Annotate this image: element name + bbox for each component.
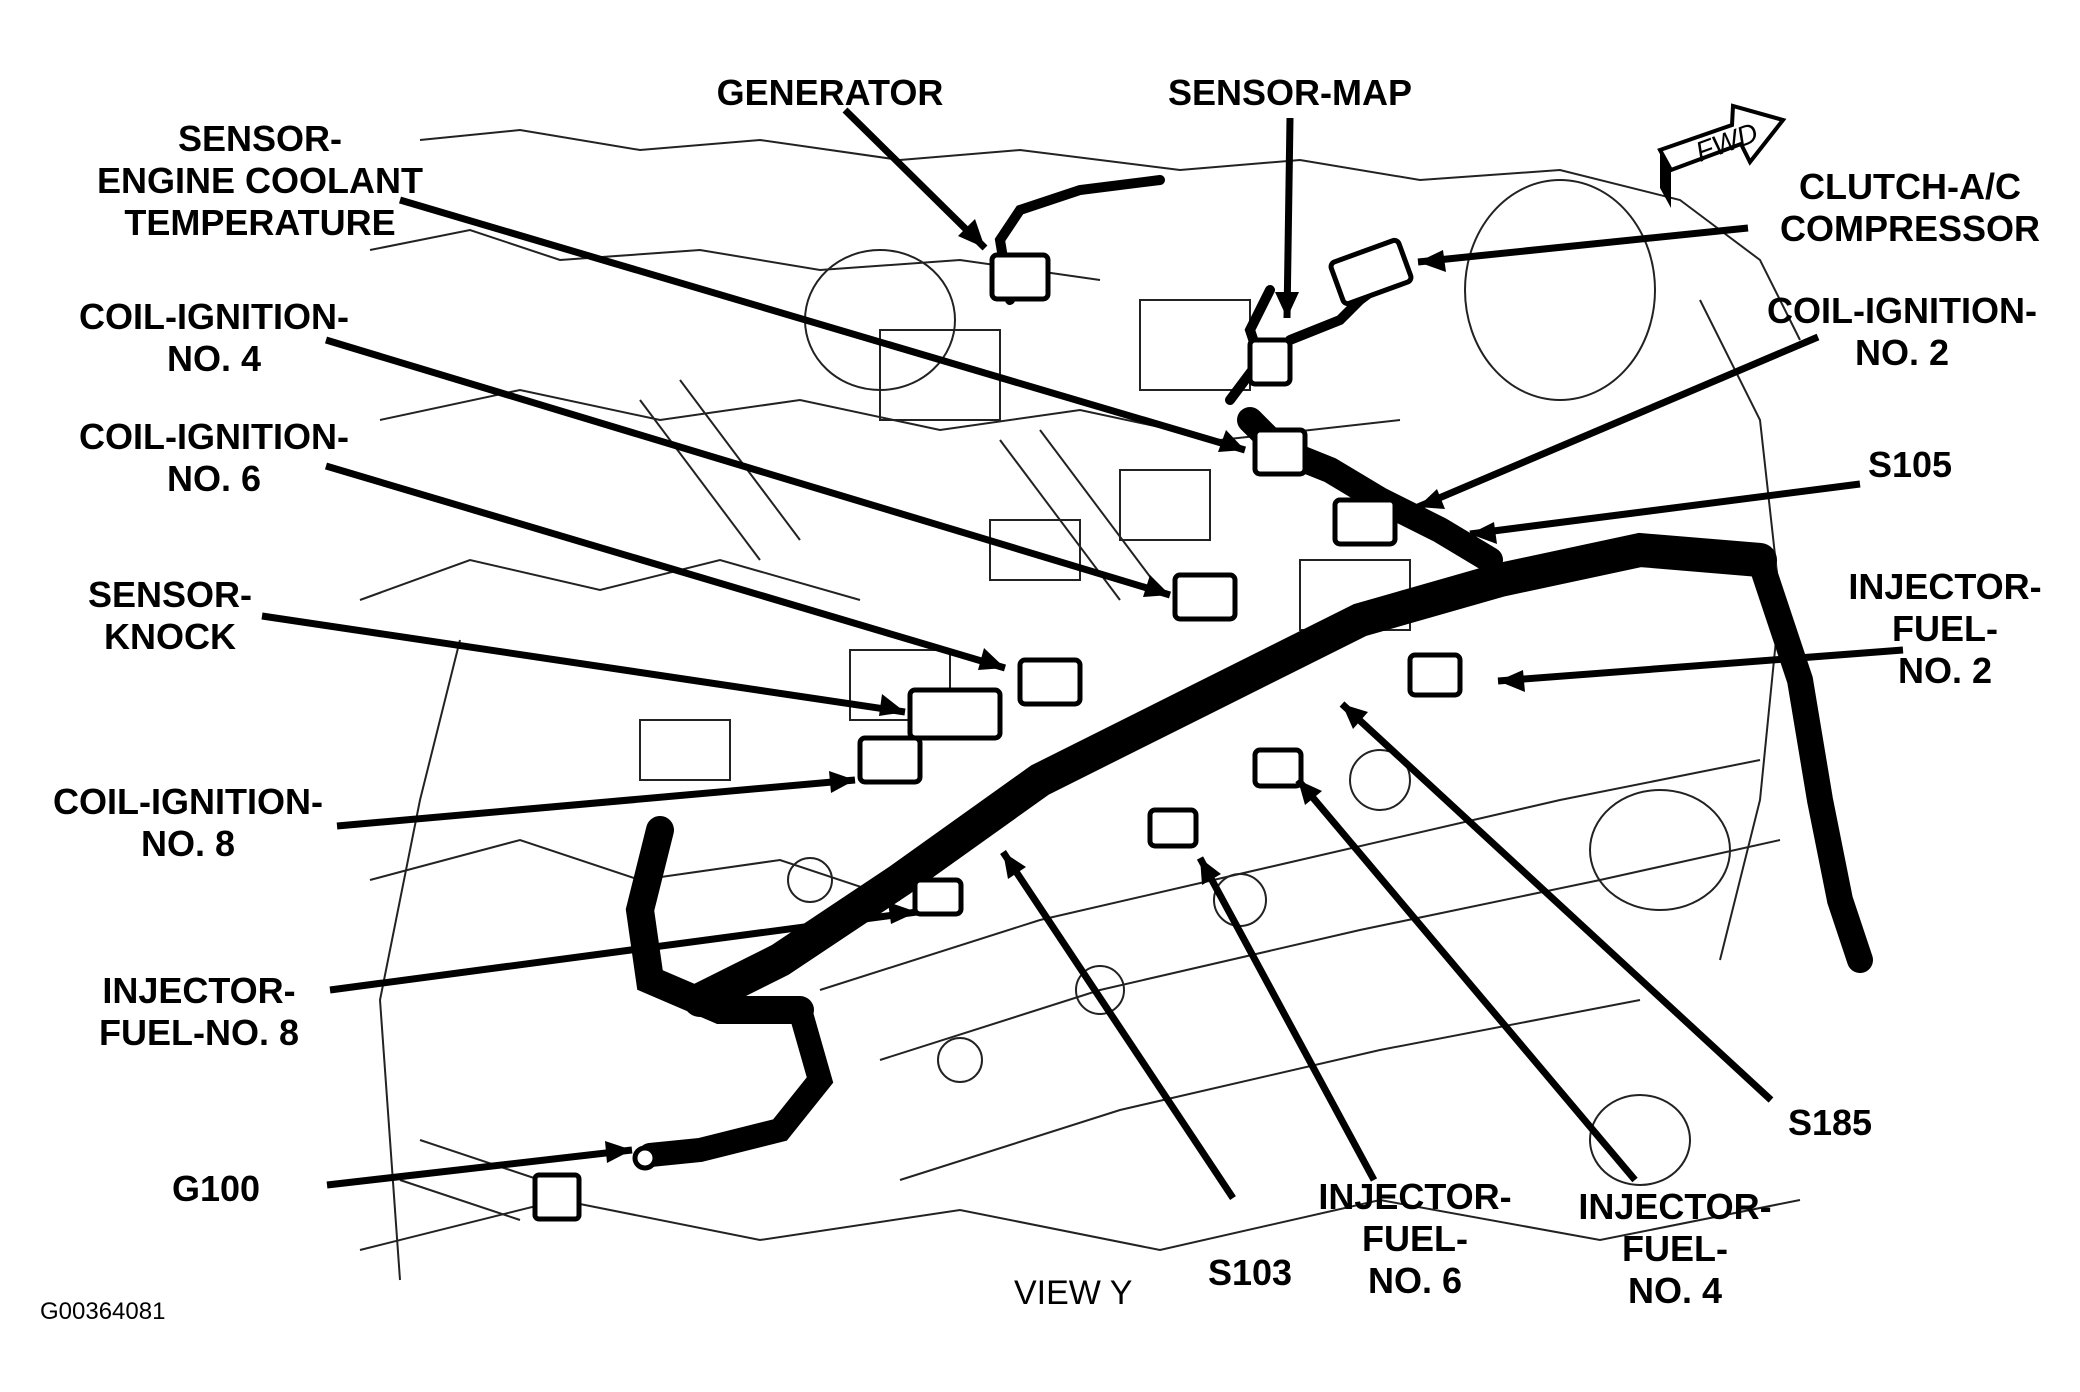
label-coil-ignition-no6: COIL-IGNITION- NO. 6 xyxy=(79,416,349,499)
forward-arrow-icon: FWD xyxy=(1657,103,1787,208)
figure-code: G00364081 xyxy=(40,1298,166,1325)
engine-drawing xyxy=(359,128,1801,1281)
view-label: VIEW Y xyxy=(1014,1274,1133,1312)
leader-lines xyxy=(261,107,1904,1200)
label-sensor-knock: SENSOR- KNOCK xyxy=(87,574,253,657)
label-clutch-ac-compressor: CLUTCH-A/C COMPRESSOR xyxy=(1779,166,2041,249)
label-g100: G100 xyxy=(172,1168,261,1209)
label-generator: GENERATOR xyxy=(716,72,944,113)
leader-arrowheads xyxy=(605,219,1525,1163)
label-s103: S103 xyxy=(1208,1252,1293,1293)
label-sensor-engine-coolant-temperature: SENSOR- ENGINE COOLANT TEMPERATURE xyxy=(96,118,423,243)
label-sensor-map: SENSOR-MAP xyxy=(1167,72,1413,113)
label-coil-ignition-no8: COIL-IGNITION- NO. 8 xyxy=(53,781,323,864)
label-injector-fuel-no4: INJECTOR- FUEL- NO. 4 xyxy=(1578,1186,1772,1311)
connectors xyxy=(532,237,1463,1222)
label-coil-ignition-no2: COIL-IGNITION- NO. 2 xyxy=(1767,290,2037,373)
label-s185: S185 xyxy=(1788,1102,1873,1143)
label-injector-fuel-no6: INJECTOR- FUEL- NO. 6 xyxy=(1318,1176,1512,1301)
label-s105: S105 xyxy=(1868,444,1953,485)
label-injector-fuel-no8: INJECTOR- FUEL-NO. 8 xyxy=(98,970,299,1053)
label-coil-ignition-no4: COIL-IGNITION- NO. 4 xyxy=(79,296,349,379)
label-injector-fuel-no2: INJECTOR- FUEL- NO. 2 xyxy=(1848,566,2042,691)
